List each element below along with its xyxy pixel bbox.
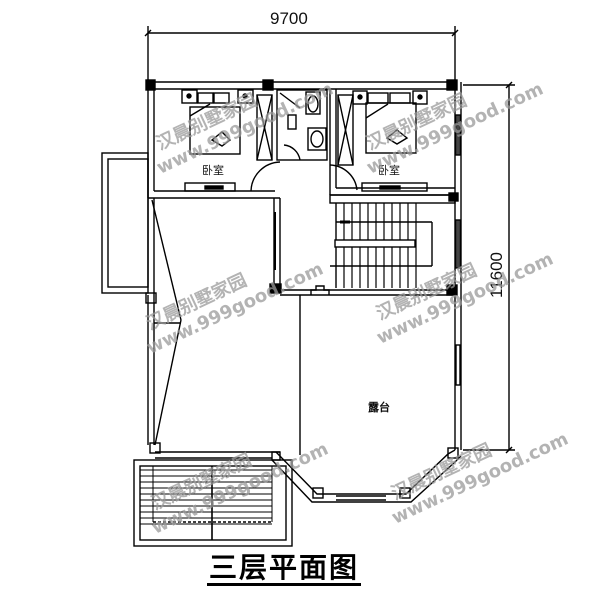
corridor-walls [273,198,455,296]
room-label-bedroom-left: 卧室 [202,163,224,177]
width-dimension-label: 9700 [270,9,308,28]
door-right-bedroom [329,164,358,191]
wardrobe-left [256,94,273,161]
bedroom-left-walls [148,182,280,199]
staircase [329,194,456,288]
bed-left [181,89,254,155]
dimension-width [144,26,459,80]
left-corridor [145,198,182,454]
drawing-title: 三层平面图 [207,551,362,586]
height-dimension-label: 11600 [487,252,506,298]
dimension-height [463,81,515,454]
left-balcony [101,152,149,294]
bottom-left-balcony [133,451,293,547]
bathroom [276,89,328,161]
room-label-terrace: 露台 [368,400,390,414]
wardrobe-right [337,94,354,166]
room-label-bedroom-right: 卧室 [378,163,400,177]
door-left-bedroom [250,161,281,192]
bed-right [352,90,428,154]
